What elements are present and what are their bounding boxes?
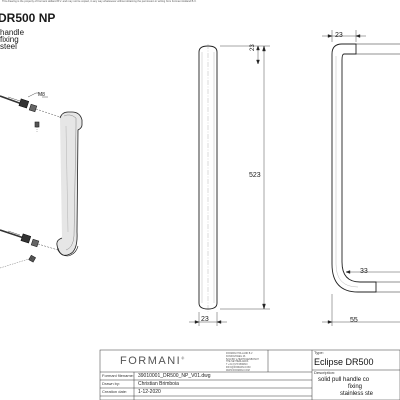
creation-date-value: 1-12-2020 [138,389,161,395]
front-inner-dimension [345,270,400,274]
product-title: DR500 NP [0,11,56,25]
side-width-dimension [189,312,227,326]
type-label: Type: [314,350,324,355]
description-line-2: fixing [348,384,363,390]
type-value: Eclipse DR500 [314,357,374,367]
exploded-view [0,92,83,269]
drawn-by-label: Drawn by: [102,381,121,386]
drawn-by-value: Christian Brimboia [138,381,179,387]
thread-size-label: M8 [38,92,45,98]
front-top-dimension [322,30,366,42]
company-address: FORMANI HOLLAND B.V. KONINGSWEG 26 5211 … [226,353,259,372]
handle-perspective [56,111,83,257]
subtitle-line-2: fixing [0,35,19,44]
formani-logo: FORMANI® [120,355,186,367]
front-depth-dimension [322,294,400,326]
copyright-notice: This drawing is the property of Formani … [2,0,197,3]
top-grub-screw [34,121,40,132]
side-top-dimension-label: 23 [250,44,256,51]
side-top-dimension [256,45,260,65]
side-view [189,44,270,326]
front-depth-dimension-label: 55 [350,317,358,324]
subtitle-line-1: handle [0,28,25,37]
side-width-dimension-label: 23 [201,316,209,323]
front-top-dimension-label: 23 [335,32,343,39]
front-inner-dimension-label: 33 [360,268,368,275]
length-dimension [220,45,270,310]
description-line-1: solid pull handle co [318,377,370,383]
bottom-grub-screw [0,254,37,269]
filename-value: 39010001_DR500_NP_V01.dwg [138,373,211,379]
front-view-handle [331,43,377,293]
length-dimension-label: 523 [249,172,261,179]
creation-date-label: Creation date: [102,389,128,394]
top-fixing-bolt [0,92,61,118]
title-block-frame [99,349,400,400]
description-label: Description: [314,370,336,375]
description-line-3: stainless ste [340,391,374,397]
bottom-fixing-bolt [0,229,59,251]
subtitle-line-3: steel [0,42,17,51]
filename-label: Formani filename: [102,373,135,378]
front-view [322,30,400,326]
